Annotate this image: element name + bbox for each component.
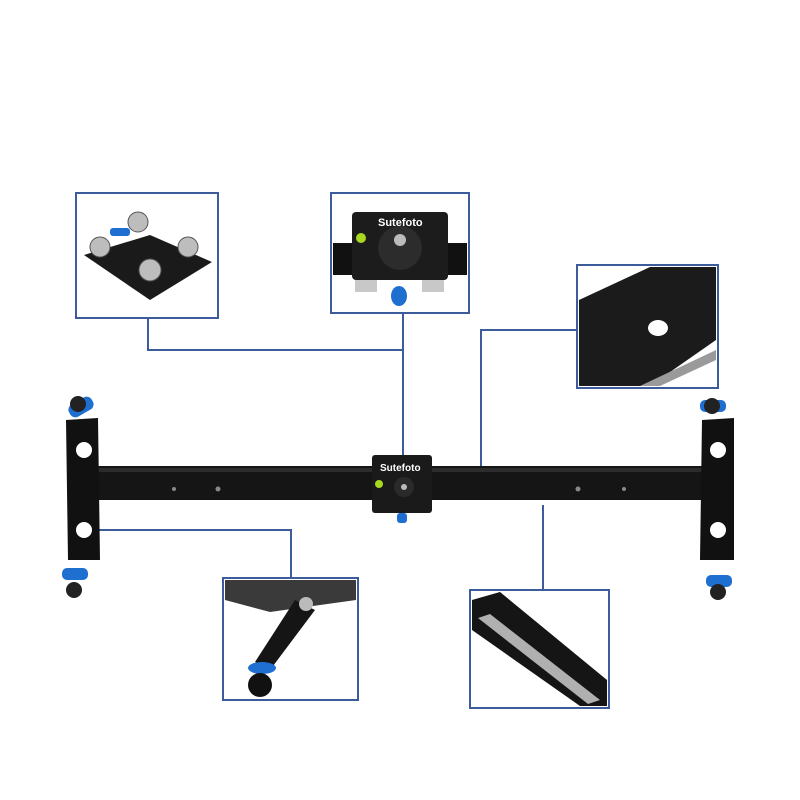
callout-box-rail-profile: [469, 589, 610, 709]
callout-box-wheels: [75, 192, 219, 319]
left-leg-assembly: [62, 396, 100, 598]
callout-line-leg: [92, 529, 292, 578]
callout-box-top-plate: Sutefoto: [330, 192, 470, 314]
brand-logo: Sutefoto: [380, 463, 421, 474]
right-leg-assembly: [700, 398, 734, 600]
callout-box-rail-hole: [576, 264, 719, 389]
callout-box-leg: [222, 577, 359, 701]
callout-line-rail-hole: [480, 329, 577, 478]
callout-line-wheels: [147, 318, 403, 351]
carriage: Sutefoto: [372, 455, 432, 523]
brand-logo-closeup: Sutefoto: [378, 217, 423, 229]
callout-lines: [92, 313, 577, 590]
